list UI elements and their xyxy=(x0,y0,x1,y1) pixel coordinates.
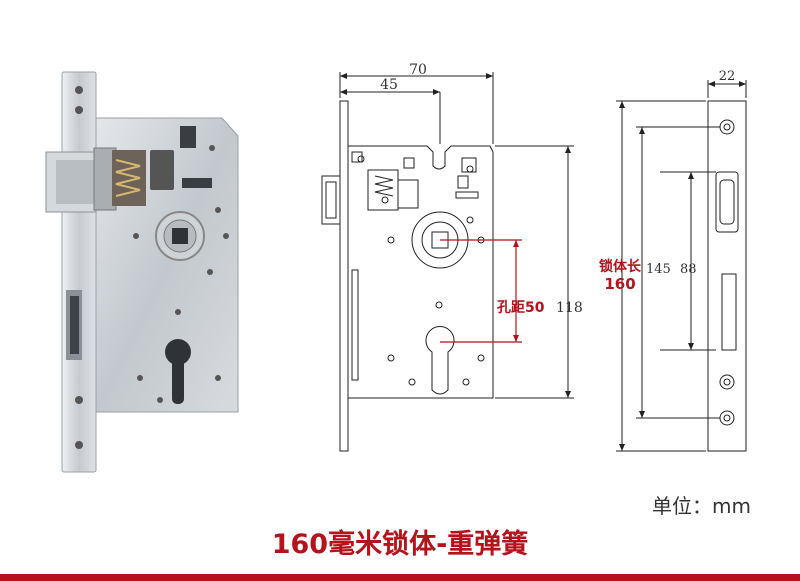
dim-body-length-value: 160 xyxy=(604,275,635,293)
dim-body-length-label: 锁体长 xyxy=(599,258,642,275)
side-deadbolt-slot xyxy=(721,273,737,351)
front-drawing xyxy=(321,72,574,452)
unit-label: 单位：mm xyxy=(652,494,751,518)
side-latch-window xyxy=(715,171,739,233)
side-faceplate xyxy=(707,100,747,452)
product-title: 160毫米锁体-重弹簧 xyxy=(271,529,529,560)
front-latch xyxy=(321,175,341,225)
dim-70: 70 xyxy=(409,62,427,78)
dim-backset-50: 孔距50 xyxy=(497,300,545,316)
dim-88: 88 xyxy=(680,262,697,277)
front-body-outline xyxy=(348,145,494,399)
dim-22: 22 xyxy=(719,69,736,84)
dim-145: 145 xyxy=(646,262,671,277)
bottom-accent-bar xyxy=(0,574,800,581)
front-euro-cutout xyxy=(425,326,455,395)
side-drawing xyxy=(616,80,747,452)
dim-45: 45 xyxy=(380,77,398,93)
dim-118: 118 xyxy=(556,300,583,316)
front-faceplate xyxy=(339,100,349,452)
lock-photo xyxy=(45,71,239,473)
backset-dimension xyxy=(440,239,522,343)
